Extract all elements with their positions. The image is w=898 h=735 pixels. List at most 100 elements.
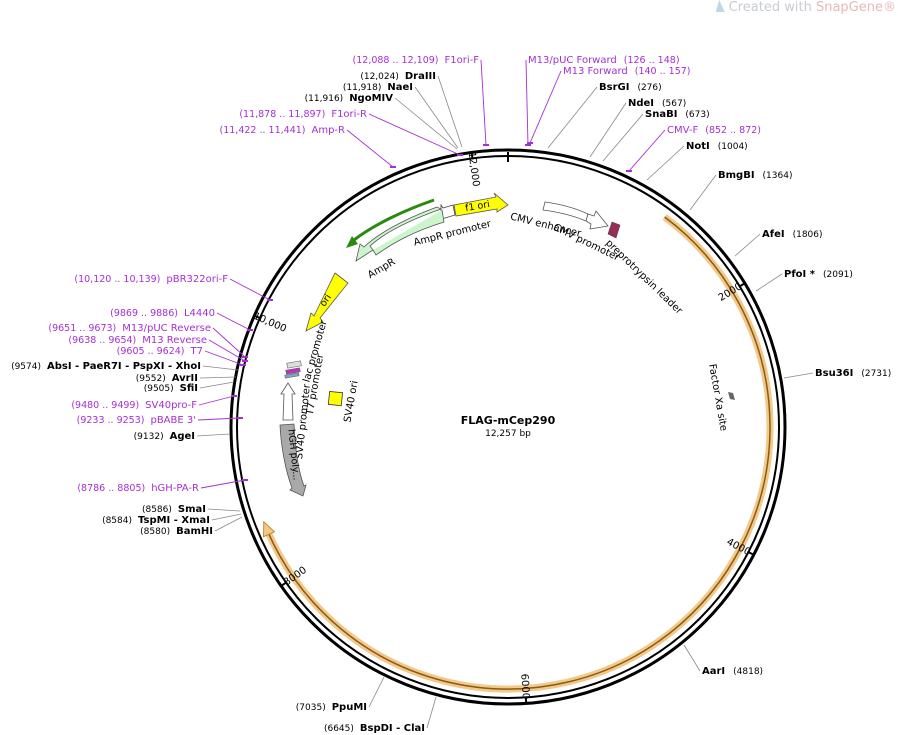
feature-ori[interactable] — [305, 272, 349, 332]
feature-cmv-enhancer[interactable] — [542, 201, 589, 222]
primer[interactable]: pBABE 3'(9233 .. 9253) — [77, 415, 243, 426]
primer[interactable]: M13/pUC Reverse(9651 .. 9673) — [48, 323, 248, 358]
primer[interactable]: L4440(9869 .. 9886) — [110, 308, 253, 331]
site-leader-line — [646, 145, 685, 181]
site-position: (8584) — [102, 516, 132, 526]
restriction-site[interactable]: AbsI - PaeR7I - PspXI - XhoI(9574) — [11, 361, 239, 372]
primer-leader-line — [197, 417, 241, 421]
feature-hgh-polya[interactable] — [279, 423, 307, 497]
restriction-site[interactable]: NdeI(567) — [589, 98, 686, 158]
primer[interactable]: Amp-R(11,422 .. 11,441) — [220, 125, 396, 168]
watermark-brand: SnapGene — [815, 0, 883, 15]
primer[interactable]: CMV-F(852 .. 872) — [626, 125, 761, 172]
restriction-site[interactable]: AfeI(1806) — [734, 229, 823, 257]
feature-f1-ori-label: f1 ori — [464, 199, 490, 214]
site-position: (1364) — [763, 171, 793, 181]
orf-arrow-head — [262, 520, 276, 538]
restriction-site[interactable]: PpuMI(7035) — [296, 676, 385, 713]
restriction-site[interactable]: NgoMIV(11,916) — [305, 93, 458, 150]
primer-range: (9638 .. 9654) — [68, 335, 136, 346]
feature-t7-promoter[interactable] — [285, 367, 301, 375]
primer[interactable]: hGH-PA-R(8786 .. 8805) — [77, 479, 248, 494]
site-position: (9552) — [136, 374, 166, 384]
primer-leader-line — [229, 278, 271, 301]
primer[interactable]: M13 Reverse(9638 .. 9654) — [68, 335, 248, 362]
site-name: SfiI — [180, 383, 198, 394]
primer[interactable]: SV40pro-F(9480 .. 9499) — [71, 395, 237, 411]
backbone-outer — [229, 148, 787, 706]
site-leader-line — [683, 644, 701, 672]
site-leader-line — [196, 433, 231, 437]
primer-name: F1ori-R — [331, 109, 367, 120]
restriction-site[interactable]: AgeI(9132) — [134, 431, 231, 442]
primer-name: M13/pUC Forward — [528, 55, 617, 66]
site-position: (4818) — [733, 667, 763, 677]
primer[interactable]: M13 Forward(140 .. 157) — [527, 66, 691, 144]
feature-sv40-ori-label: SV40 ori — [342, 380, 360, 423]
site-name: NotI — [686, 141, 710, 152]
primer-range: (140 .. 157) — [635, 66, 691, 77]
site-name: AvrII — [172, 373, 198, 384]
primer-range: (9651 .. 9673) — [48, 323, 116, 334]
site-name: DraIII — [405, 71, 436, 82]
restriction-site[interactable]: SfiI(9505) — [144, 381, 235, 394]
site-leader-line — [207, 508, 241, 512]
restriction-site[interactable]: NotI(1004) — [646, 141, 748, 181]
orf-arc — [266, 216, 771, 690]
site-name: AarI — [702, 666, 725, 677]
restriction-site[interactable]: SmaI (8586) — [142, 504, 241, 515]
site-name: AfeI — [762, 229, 785, 240]
site-position: (2091) — [823, 270, 853, 280]
primer[interactable]: F1ori-R(11,878 .. 11,897) — [239, 109, 463, 156]
plasmid-name: FLAG-mCep290 — [461, 414, 556, 427]
restriction-site[interactable]: NaeI(11,918) — [343, 82, 459, 149]
site-name: SmaI — [178, 504, 206, 515]
primer-name: L4440 — [184, 308, 215, 319]
feature-ampr[interactable] — [355, 206, 445, 262]
feature-cmv-promoter[interactable] — [585, 210, 609, 230]
restriction-site[interactable]: DraIII(12,024) — [360, 71, 463, 148]
primer[interactable]: M13/pUC Forward(126 .. 148) — [525, 55, 680, 146]
primer[interactable]: T7(9605 .. 9624) — [117, 346, 246, 366]
tick-mark — [279, 581, 288, 588]
tick-label: 10,000 — [252, 311, 288, 335]
primer[interactable]: F1ori-F(12,088 .. 12,109) — [353, 55, 489, 146]
restriction-site[interactable]: AarI (4818) — [683, 644, 763, 677]
primer-name: F1ori-F — [445, 55, 480, 66]
restriction-site[interactable]: AvrII (9552) — [136, 373, 237, 384]
site-leader-line — [547, 86, 598, 149]
restriction-site[interactable]: Bsu36I(2731) — [783, 368, 891, 379]
restriction-site[interactable]: BmgBI(1364) — [689, 170, 793, 211]
site-position: (8586) — [142, 505, 172, 515]
backbone-inner — [236, 155, 780, 699]
feature-ampr-label: AmpR — [366, 257, 397, 281]
restriction-site[interactable]: BamHI(8580) — [140, 516, 243, 537]
restriction-site[interactable]: BspDI - ClaI(6645) — [324, 696, 437, 734]
feature-preprotrypsin-leader[interactable] — [607, 221, 621, 239]
site-name: SnaBI — [645, 109, 677, 120]
primer-name: pBABE 3' — [150, 415, 196, 426]
restriction-site[interactable]: PfoI *(2091) — [755, 269, 853, 292]
primer-name: pBR322ori-F — [166, 274, 228, 285]
feature-sv40-promoter[interactable] — [280, 382, 296, 421]
watermark-reg: ® — [883, 0, 896, 15]
primer-leader-line — [212, 327, 246, 358]
feature-lac-promoter[interactable] — [286, 360, 302, 369]
feature-factor-xa-site[interactable] — [728, 392, 735, 400]
feature-factor-xa-label: Factor Xa site — [706, 363, 729, 432]
primer-range: (11,422 .. 11,441) — [220, 125, 306, 136]
restriction-site[interactable]: TspMI - XmaI(8584) — [102, 513, 242, 526]
feature-f1-ori[interactable] — [453, 192, 509, 217]
primer[interactable]: pBR322ori-F(10,120 .. 10,139) — [74, 274, 273, 301]
site-name: BsrGI — [599, 82, 629, 93]
site-name: AgeI — [170, 431, 195, 442]
site-leader-line — [414, 86, 459, 149]
site-position: (673) — [685, 110, 709, 120]
tick-mark — [470, 151, 474, 160]
primer-name: SV40pro-F — [145, 400, 197, 411]
feature-sv40-ori[interactable] — [327, 390, 344, 407]
restriction-site[interactable]: SnaBI (673) — [602, 109, 710, 162]
feature-ampr-direction-head — [346, 236, 358, 248]
restriction-site[interactable]: BsrGI(276) — [547, 82, 662, 149]
